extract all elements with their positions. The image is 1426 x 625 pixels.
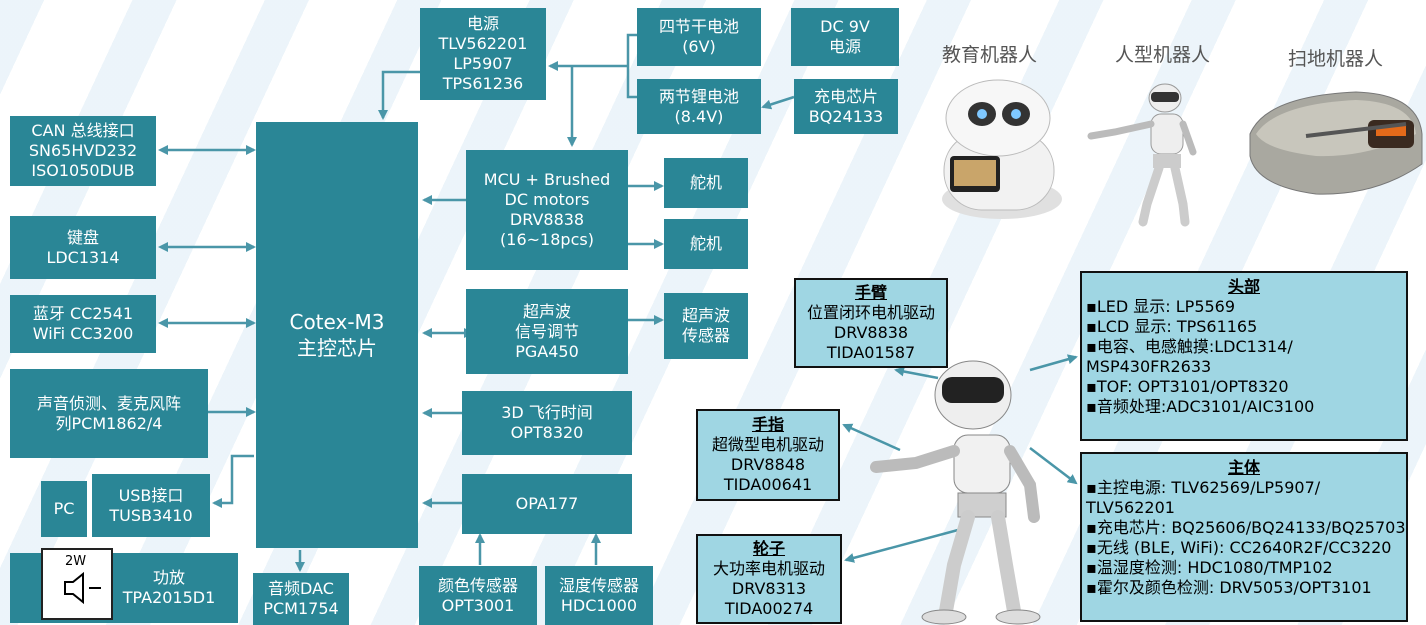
finger-line: 超微型电机驱动 <box>711 435 824 454</box>
wheel-callout: 轮子 大功率电机驱动 DRV8313 TIDA00274 <box>696 534 842 624</box>
education-robot-image <box>942 79 1062 219</box>
head-line: ▪TOF: OPT3101/OPT8320 <box>1086 377 1289 396</box>
arm-line: DRV8838 <box>833 323 909 342</box>
head-line: ▪LCD 显示: TPS61165 <box>1086 317 1258 336</box>
head-title: 头部 <box>1227 277 1260 296</box>
finger-line: TIDA00641 <box>723 475 813 494</box>
speaker-icon: 2W <box>41 548 113 620</box>
head-line: MSP430FR2633 <box>1086 357 1212 376</box>
pc-box: PC <box>41 481 87 537</box>
finger-title: 手指 <box>751 415 784 434</box>
body-line: ▪温湿度检测: HDC1080/TMP102 <box>1086 558 1333 577</box>
battery-4-box: 四节干电池 (6V) <box>637 8 761 66</box>
arrow-wheel <box>844 528 959 563</box>
servo-box-2: 舵机 <box>664 219 748 269</box>
arm-line: TIDA01587 <box>826 343 916 362</box>
color-sensor-box: 颜色传感器 OPT3001 <box>419 566 537 625</box>
dc-9v-box: DC 9V 电源 <box>791 8 899 66</box>
head-line: ▪电容、电感触摸:LDC1314/ <box>1086 337 1293 356</box>
arrow-body <box>1029 447 1078 485</box>
dac-box: 音频DAC PCM1754 <box>253 573 349 625</box>
wheel-line: TIDA00274 <box>724 599 814 618</box>
speaker-shape <box>64 571 101 605</box>
arrow-arm <box>894 366 939 380</box>
large-robot-image <box>870 360 1041 625</box>
finger-line: DRV8848 <box>730 455 806 474</box>
wheel-line: DRV8313 <box>731 579 807 598</box>
head-callout: 头部 ▪LED 显示: LP5569 ▪LCD 显示: TPS61165 ▪电容… <box>1080 271 1408 441</box>
battery-li-box: 两节锂电池 (8.4V) <box>637 79 761 134</box>
speaker-power-label: 2W <box>65 554 87 569</box>
cpu-box: Cotex-M3 主控芯片 <box>256 122 418 548</box>
sweeper-robot-image <box>1249 91 1423 195</box>
mcu-motor-box: MCU + Brushed DC motors DRV8838 (16~18pc… <box>466 150 628 270</box>
body-title: 主体 <box>1227 458 1260 477</box>
arm-title: 手臂 <box>854 283 887 302</box>
wheel-title: 轮子 <box>752 539 785 558</box>
power-box: 电源 TLV562201 LP5907 TPS61236 <box>420 8 546 100</box>
arrow-power-cpu <box>378 70 420 120</box>
tof-box: 3D 飞行时间 OPT8320 <box>462 391 632 455</box>
charger-box: 充电芯片 BQ24133 <box>794 79 898 134</box>
body-line: ▪霍尔及颜色检测: DRV5053/OPT3101 <box>1086 578 1372 597</box>
ultra-cond-box: 超声波 信号调节 PGA450 <box>466 289 628 374</box>
head-line: ▪LED 显示: LP5569 <box>1086 297 1236 316</box>
keyboard-box: 键盘 LDC1314 <box>10 216 156 279</box>
body-line: TLV562201 <box>1086 498 1175 517</box>
arrow-battery-power <box>626 33 637 99</box>
arm-line: 位置闭环电机驱动 <box>806 303 935 322</box>
body-line: ▪充电芯片: BQ25606/BQ24133/BQ25703 <box>1086 518 1406 537</box>
body-line: ▪无线 (BLE, WiFi): CC2640R2F/CC3220 <box>1086 538 1392 557</box>
head-line: ▪音频处理:ADC3101/AIC3100 <box>1086 397 1315 416</box>
humanoid-robot-label: 人型机器人 <box>1115 44 1211 66</box>
body-line: ▪主控电源: TLV62569/LP5907/ <box>1086 478 1321 497</box>
body-callout: 主体 ▪主控电源: TLV62569/LP5907/ TLV562201 ▪充电… <box>1080 452 1408 622</box>
arm-callout: 手臂 位置闭环电机驱动 DRV8838 TIDA01587 <box>794 278 948 368</box>
arrow-usb <box>212 454 254 508</box>
humanoid-robot-image <box>1087 83 1197 227</box>
ultra-sensor-box: 超声波 传感器 <box>664 293 748 359</box>
arrow-head <box>1029 354 1078 372</box>
wheel-line: 大功率电机驱动 <box>712 559 825 578</box>
arrow-finger <box>842 423 901 452</box>
opa-box: OPA177 <box>462 474 632 534</box>
education-robot-label: 教育机器人 <box>942 44 1038 66</box>
servo-box-1: 舵机 <box>664 158 748 208</box>
usb-box: USB接口 TUSB3410 <box>92 474 210 537</box>
humidity-box: 湿度传感器 HDC1000 <box>545 566 653 625</box>
sweeper-robot-label: 扫地机器人 <box>1288 48 1384 70</box>
can-box: CAN 总线接口 SN65HVD232 ISO1050DUB <box>10 116 156 186</box>
audio-in-box: 声音侦测、麦克风阵 列PCM1862/4 <box>10 369 208 458</box>
bt-wifi-box: 蓝牙 CC2541 WiFi CC3200 <box>10 295 156 353</box>
finger-callout: 手指 超微型电机驱动 DRV8848 TIDA00641 <box>696 409 840 501</box>
